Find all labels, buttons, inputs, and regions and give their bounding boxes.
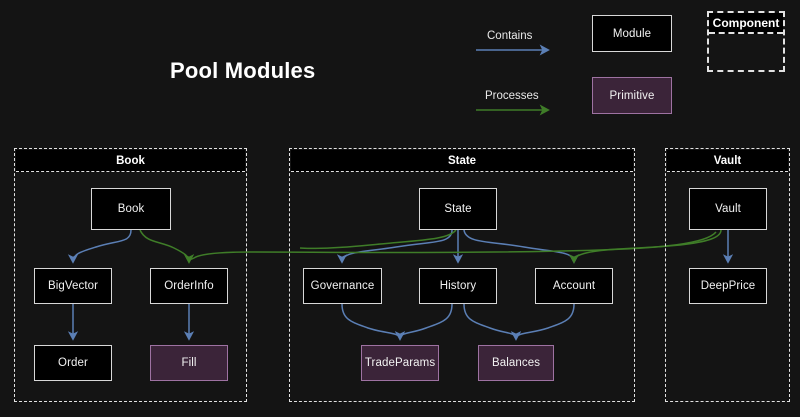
node-history[interactable]: History	[419, 268, 497, 304]
node-book[interactable]: Book	[91, 188, 171, 230]
legend-component-sample-label: Component	[709, 13, 783, 34]
diagram-title: Pool Modules	[170, 58, 315, 84]
node-tradeparams[interactable]: TradeParams	[361, 345, 439, 381]
node-balances[interactable]: Balances	[478, 345, 554, 381]
legend-arrow-layer	[470, 36, 570, 116]
node-bigvector[interactable]: BigVector	[34, 268, 112, 304]
node-fill[interactable]: Fill	[150, 345, 228, 381]
node-orderinfo[interactable]: OrderInfo	[150, 268, 228, 304]
container-state-label: State	[291, 150, 633, 172]
legend-module-sample: Module	[592, 15, 672, 52]
node-account[interactable]: Account	[535, 268, 613, 304]
node-deepprice[interactable]: DeepPrice	[689, 268, 767, 304]
node-vault[interactable]: Vault	[689, 188, 767, 230]
node-state[interactable]: State	[419, 188, 497, 230]
container-vault-label: Vault	[667, 150, 788, 172]
legend-primitive-sample: Primitive	[592, 77, 672, 114]
node-order[interactable]: Order	[34, 345, 112, 381]
node-governance[interactable]: Governance	[303, 268, 382, 304]
container-book-label: Book	[16, 150, 245, 172]
